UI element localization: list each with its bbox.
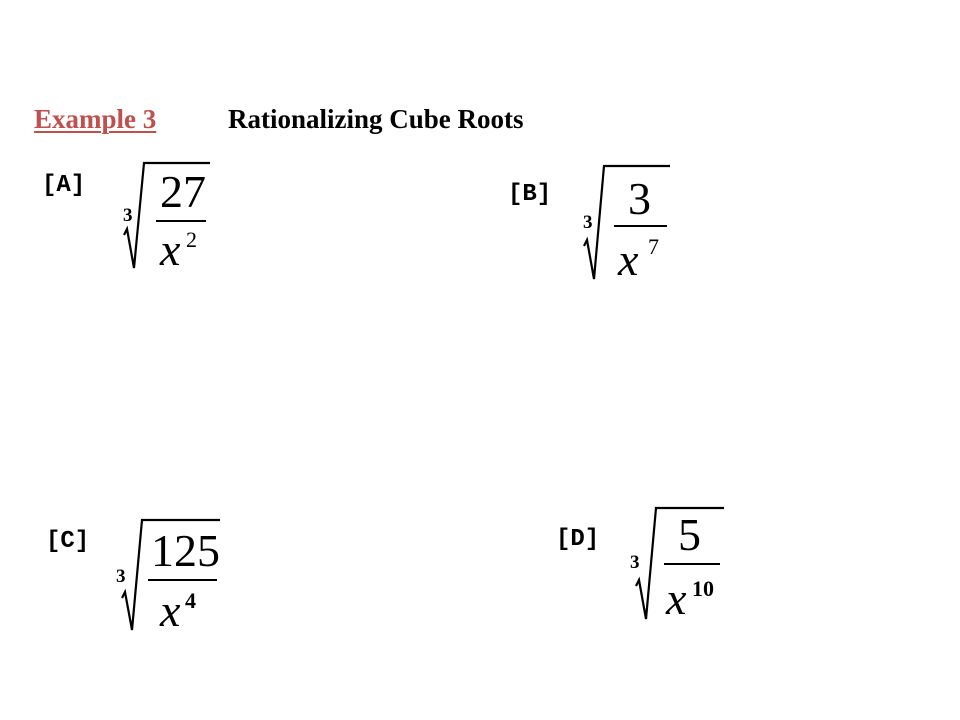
problem-c-variable: x bbox=[159, 585, 181, 636]
problem-c-exponent: 4 bbox=[185, 588, 196, 613]
problem-b-index: 3 bbox=[583, 212, 593, 233]
problem-d-label: [D] bbox=[556, 526, 600, 553]
problem-d-expression: 3 5 x 10 bbox=[630, 506, 724, 624]
problem-d-variable: x bbox=[665, 573, 687, 624]
problem-a-label: [A] bbox=[42, 172, 86, 199]
problem-b-variable: x bbox=[617, 234, 639, 285]
problem-b-label: [B] bbox=[508, 181, 552, 208]
problem-c-label: [C] bbox=[46, 528, 90, 555]
problem-b-radical-sign bbox=[583, 164, 670, 280]
problem-c-expression: 3 125 x 4 bbox=[116, 518, 220, 636]
problem-a-index: 3 bbox=[123, 205, 133, 226]
problem-b-numerator: 3 bbox=[628, 173, 651, 224]
page-title: Rationalizing Cube Roots bbox=[228, 104, 524, 134]
problem-b-expression: 3 3 x 7 bbox=[583, 164, 670, 285]
problem-a-expression: 3 27 x 2 bbox=[123, 161, 210, 275]
problem-b-exponent: 7 bbox=[648, 234, 659, 259]
example-label: Example 3 bbox=[34, 104, 157, 134]
problem-c-numerator: 125 bbox=[151, 525, 220, 576]
problem-d-exponent: 10 bbox=[692, 576, 714, 601]
problem-a-numerator: 27 bbox=[160, 166, 206, 217]
problem-d-numerator: 5 bbox=[678, 509, 701, 560]
problem-a-radical-sign bbox=[123, 161, 210, 269]
problem-c-radical-sign bbox=[121, 518, 220, 631]
problem-d-index: 3 bbox=[630, 552, 640, 573]
problem-d-radical-sign bbox=[635, 506, 724, 620]
problem-c-index: 3 bbox=[116, 566, 126, 587]
problem-a-exponent: 2 bbox=[186, 227, 197, 252]
problem-a-variable: x bbox=[159, 224, 181, 275]
